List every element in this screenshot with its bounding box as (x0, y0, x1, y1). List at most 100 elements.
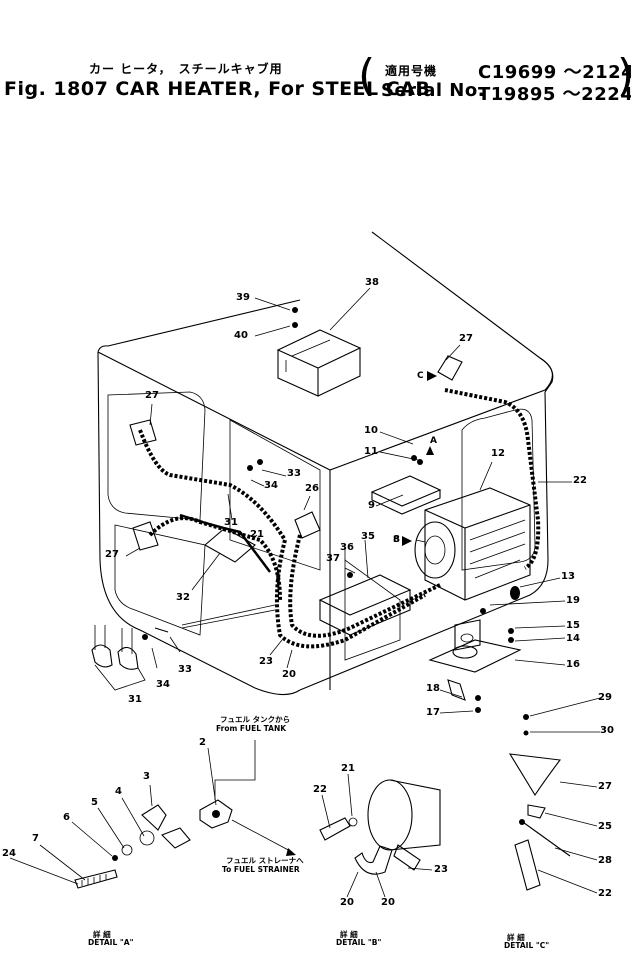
serial-range-jp: C19699 ～21241 (478, 62, 631, 83)
detail-a-caption: DETAIL "A" (88, 938, 134, 947)
detail-c-caption: DETAIL "C" (504, 941, 550, 950)
callout: 4 (115, 786, 122, 797)
callout: 20 (381, 897, 395, 908)
detail-b-jp: 詳 細 (340, 930, 358, 939)
nozzle-26 (294, 511, 321, 539)
callout: 32 (176, 592, 190, 603)
arrow-label-b: B (393, 535, 400, 545)
cab-roof-edge (539, 357, 554, 393)
callout: 33 (287, 468, 301, 479)
cab-roof (97, 231, 553, 471)
callout: 21 (250, 529, 264, 540)
callout: 27 (598, 781, 612, 792)
callout: 8 (393, 534, 400, 545)
detail-b-caption: DETAIL "B" (336, 938, 382, 947)
callout: 16 (566, 659, 580, 670)
heater-unit (424, 487, 531, 601)
fuel-tee (199, 799, 233, 829)
callout: 22 (573, 475, 587, 486)
window-front (344, 559, 401, 661)
callout: 29 (598, 692, 612, 703)
arrow-label-a: A (430, 436, 437, 446)
callout: 5 (91, 797, 98, 808)
note-to-fuel-strainer: To FUEL STRAINER (222, 865, 300, 874)
nozzle-27-lower (132, 521, 159, 551)
serial-paren-close: ) (617, 54, 631, 98)
serial-paren-open: ( (358, 50, 376, 101)
arrow-c (427, 371, 437, 381)
hose-left-lower (148, 516, 282, 601)
callout: 2 (199, 737, 206, 748)
callout: 7 (32, 833, 39, 844)
hose-32 (179, 513, 271, 573)
hose-nipple-6 (74, 869, 118, 889)
callout: 34 (264, 480, 278, 491)
callout: 11 (364, 446, 378, 457)
tie-28 (519, 819, 571, 857)
callout: 37 (326, 553, 340, 564)
heater-core-32 (204, 527, 256, 563)
detail-c-jp: 詳 細 (507, 933, 525, 942)
title-jp: カー ヒータ， スチールキャブ用 (89, 62, 283, 76)
callout: 22 (313, 784, 327, 795)
hose-23 (288, 534, 441, 638)
callout: 40 (234, 330, 248, 341)
callout: 20 (340, 897, 354, 908)
callout: 26 (305, 483, 319, 494)
callout: 3 (143, 771, 150, 782)
nozzle-27-left (129, 419, 157, 446)
callout: 20 (282, 669, 296, 680)
callout: 25 (598, 821, 612, 832)
callout: 14 (566, 633, 580, 644)
blower (414, 521, 456, 579)
fuel-line-to-strainer (231, 819, 293, 853)
callout: 27 (105, 549, 119, 560)
callout: 13 (561, 571, 575, 582)
callout: 34 (156, 679, 170, 690)
callout: 39 (236, 292, 250, 303)
elbow-20-detail (354, 845, 393, 875)
callout: 9 (368, 500, 375, 511)
callout: 36 (340, 542, 354, 553)
blower-detail (367, 779, 413, 851)
arrow-a (426, 446, 434, 455)
serial-range-en: T19895 ～22242 (478, 84, 631, 105)
callout: 31 (224, 517, 238, 528)
callout: 19 (566, 595, 580, 606)
callout: 18 (426, 683, 440, 694)
window-center (229, 419, 321, 571)
callout: 17 (426, 707, 440, 718)
note-to-fuel-strainer-jp: フュエル ストレーナへ (226, 856, 304, 865)
cab-right-wall (299, 391, 549, 691)
callout: 30 (600, 725, 614, 736)
serial-label-en: Serial No. (381, 80, 486, 101)
nozzle-27-detail (508, 753, 562, 797)
clamp-31 (91, 644, 139, 670)
arrow-b (402, 536, 412, 546)
arrow-label-c: C (417, 371, 424, 381)
valve (370, 475, 442, 515)
callout: 24 (2, 848, 16, 859)
callout: 28 (598, 855, 612, 866)
callout: 12 (491, 448, 505, 459)
note-from-fuel-tank: From FUEL TANK (216, 724, 287, 733)
callout: 38 (365, 277, 379, 288)
bracket (318, 574, 412, 636)
note-from-fuel-tank-jp: フュエル タンクから (220, 715, 291, 724)
serial-label-jp: 適用号機 (385, 64, 438, 78)
callout: 31 (128, 694, 142, 705)
fuel-line-from-tank (214, 740, 256, 800)
hose-21-detail (319, 817, 351, 841)
callout: 10 (364, 425, 378, 436)
flange (454, 619, 481, 651)
hose-22-detail (393, 844, 421, 871)
hose-22-c (514, 839, 541, 891)
window-right (461, 408, 536, 571)
nozzle-27-top (437, 355, 463, 381)
hose-31 (138, 429, 287, 542)
callout: 21 (341, 763, 355, 774)
window-left (107, 391, 206, 521)
callout: 23 (259, 656, 273, 667)
hose-22 (444, 388, 541, 570)
